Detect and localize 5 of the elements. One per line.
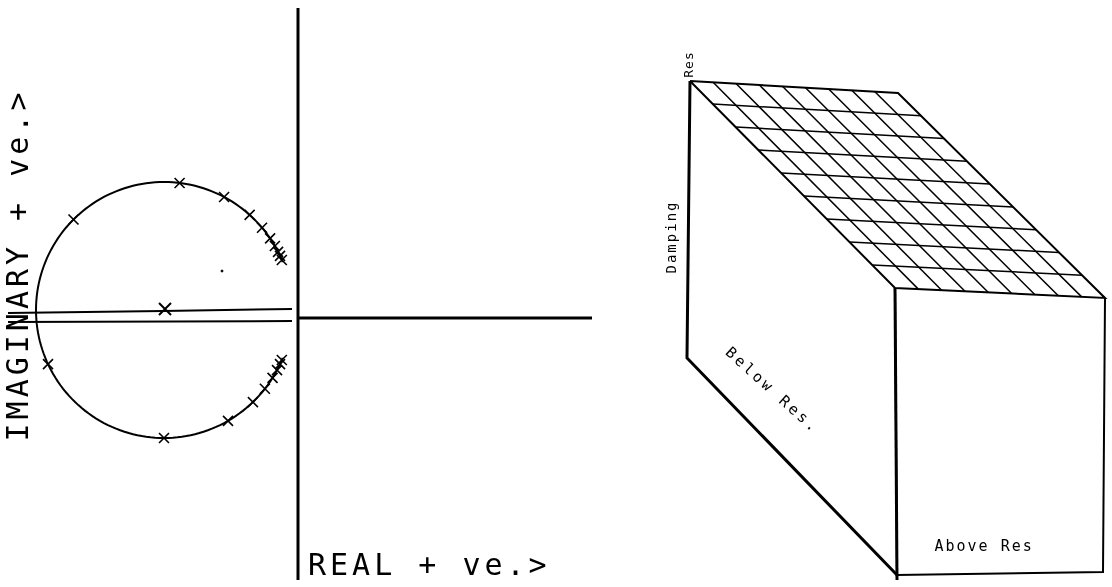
axis-label: REAL + ve.>: [308, 550, 551, 580]
face-label: Above Res: [934, 538, 1034, 554]
corner-label: Res: [681, 50, 695, 78]
axis-label: Damping: [663, 200, 677, 274]
axis-label: IMAGINARY + ve.>: [3, 88, 33, 442]
